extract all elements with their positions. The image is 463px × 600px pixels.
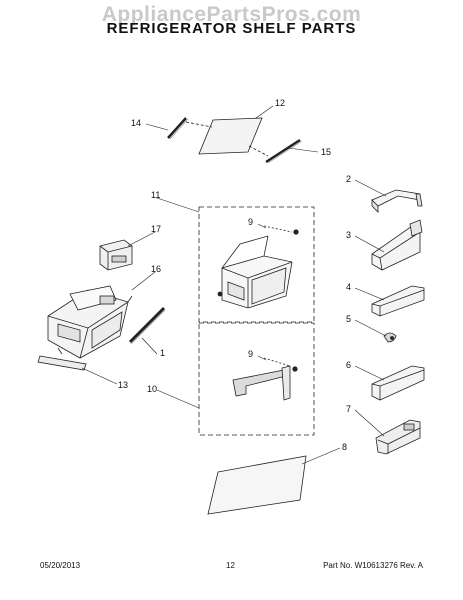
- footer-date: 05/20/2013: [40, 561, 81, 570]
- drawer-cover-part-17: [99, 239, 133, 271]
- shelf-trim-right-part-15: [265, 138, 303, 164]
- deli-drawer-part-16: [47, 285, 133, 359]
- page-title: REFRIGERATOR SHELF PARTS: [106, 20, 357, 37]
- footer-page-number: 12: [226, 561, 235, 570]
- crisper-bin-part-11: [217, 235, 293, 309]
- callout-2: 2: [346, 174, 351, 184]
- handle-part-2: [371, 189, 423, 213]
- callout-14: 14: [131, 118, 141, 128]
- callout-4: 4: [346, 282, 351, 292]
- callout-11: 11: [151, 190, 160, 200]
- callout-5: 5: [346, 314, 351, 324]
- trim-strip-part-13: [37, 355, 87, 371]
- callout-17: 17: [151, 224, 161, 234]
- drawer-bracket-part-10: [232, 365, 291, 401]
- callout-16: 16: [151, 264, 161, 274]
- shelf-trim-left-part-14: [167, 117, 189, 140]
- door-bin-part-4: [371, 285, 425, 317]
- callout-13: 13: [118, 380, 128, 390]
- group-box-11: [198, 206, 315, 323]
- door-bin-part-3: [371, 219, 423, 271]
- shelf-panel-part-8: [207, 455, 307, 515]
- shelf-glass-part-12: [198, 117, 263, 155]
- callout-9-upper: 9: [248, 217, 253, 227]
- drawer-rail-part-1: [128, 306, 166, 345]
- footer-part-number: Part No. W10613276 Rev. A: [323, 561, 423, 570]
- callout-12: 12: [275, 98, 285, 108]
- leader-lines: [81, 105, 387, 465]
- callout-10: 10: [147, 384, 157, 394]
- callout-15: 15: [321, 147, 331, 157]
- callout-8: 8: [342, 442, 347, 452]
- clip-part-5: [383, 332, 397, 343]
- callout-9-lower: 9: [248, 349, 253, 359]
- screw-part-9-upper: [263, 225, 299, 235]
- callout-7: 7: [346, 404, 351, 414]
- watermark-text: AppliancePartsPros.com: [101, 3, 362, 26]
- callout-3: 3: [346, 230, 351, 240]
- callout-6: 6: [346, 360, 351, 370]
- group-box-10: [198, 322, 315, 436]
- door-bin-part-7: [375, 419, 421, 455]
- door-bin-part-6: [371, 365, 425, 401]
- screw-part-9-lower: [263, 357, 298, 372]
- callout-1: 1: [160, 348, 165, 358]
